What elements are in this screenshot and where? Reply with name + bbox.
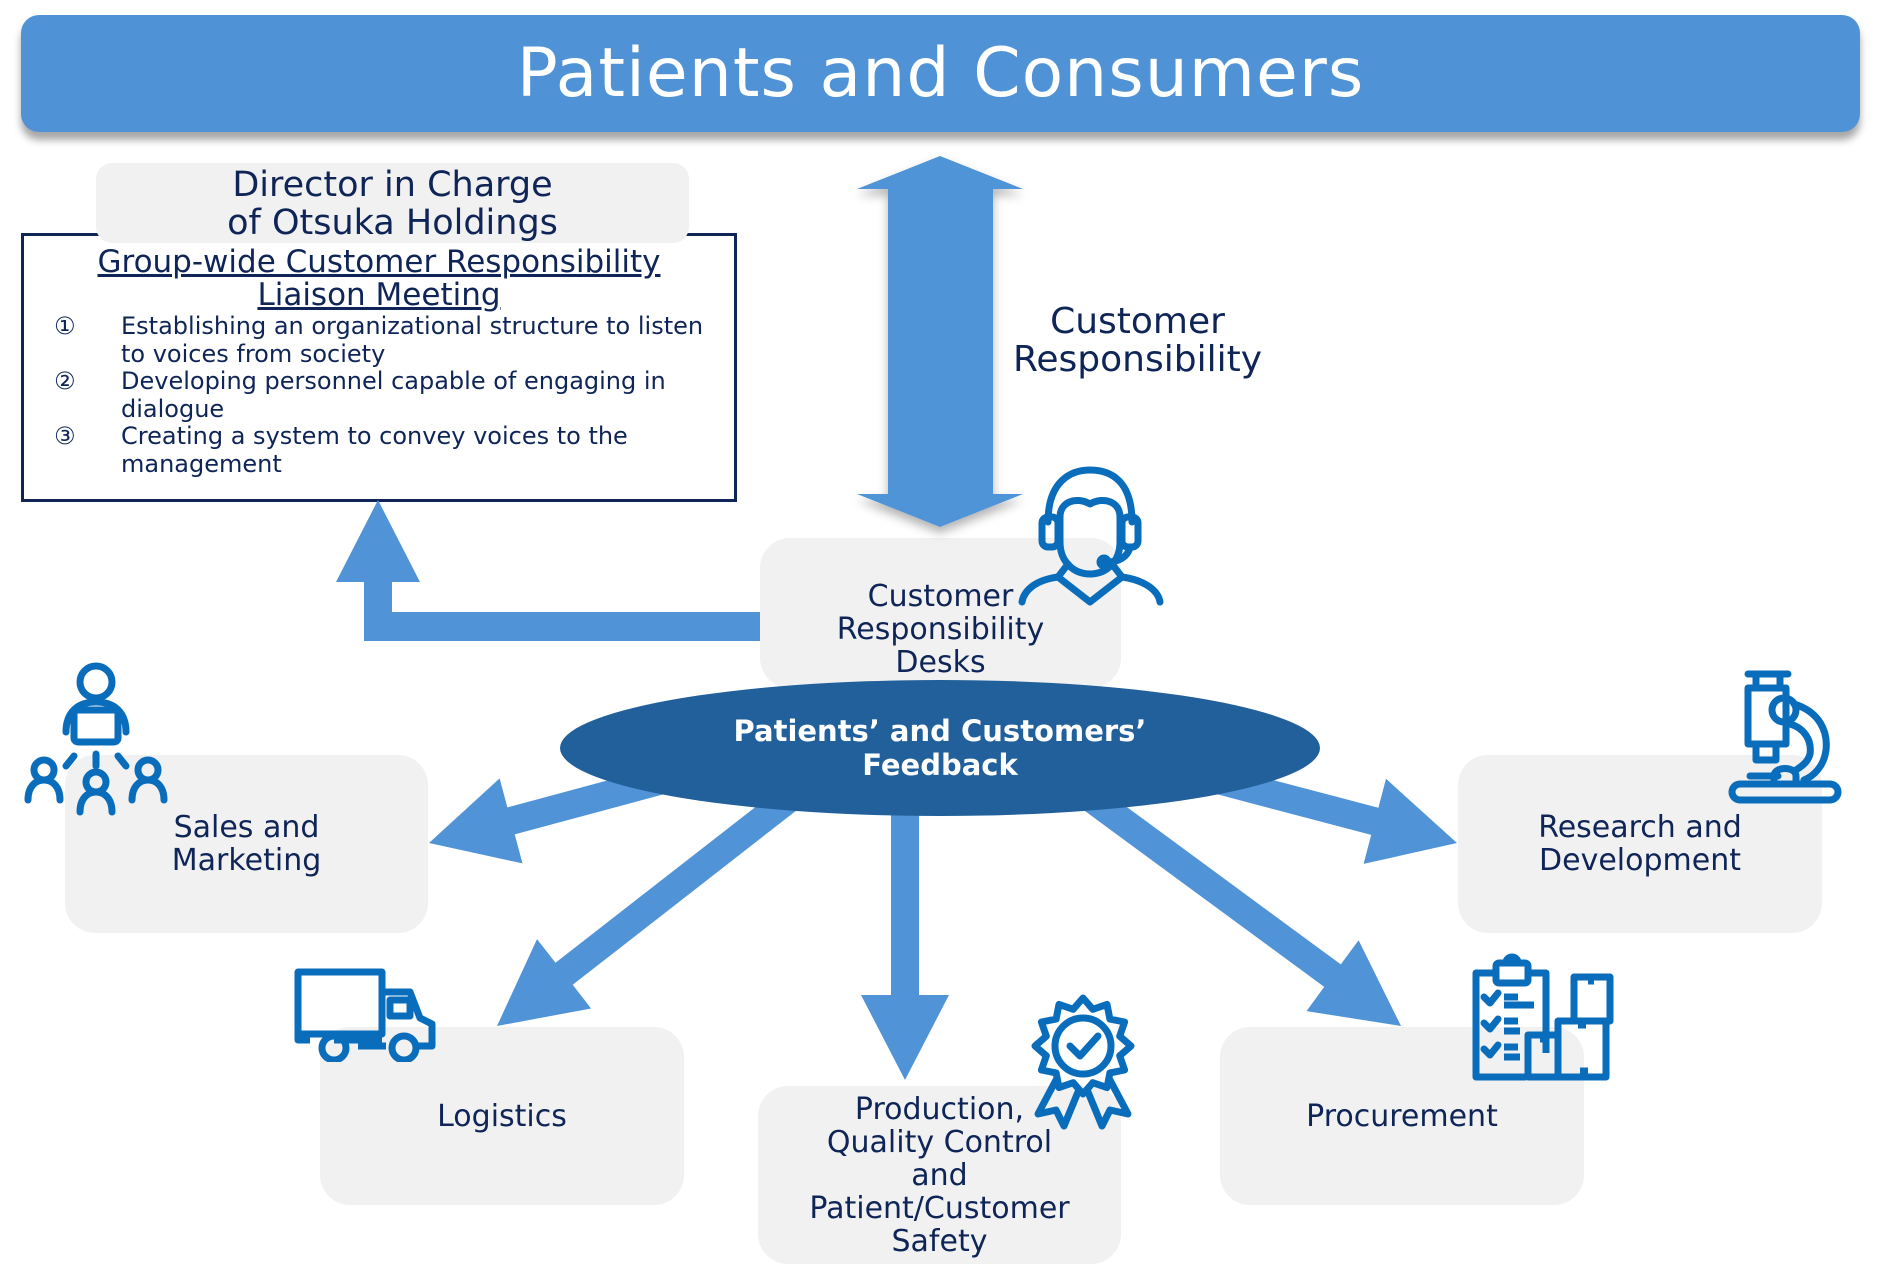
customer-responsibility-double-arrow	[857, 156, 1023, 527]
sales-line-2: Marketing	[171, 843, 322, 878]
rnd-line-2: Development	[1539, 843, 1741, 878]
headset-agent-icon	[1018, 466, 1164, 606]
meeting-title-line-1: Group-wide Customer Responsibility	[97, 244, 661, 280]
quality-badge-icon	[1031, 994, 1135, 1130]
objective-text: Creating a system to convey voices to th…	[121, 422, 628, 478]
sales-marketing-box: Sales and Marketing	[65, 755, 428, 933]
production-line-1: Production,	[854, 1091, 1025, 1127]
delivery-truck-icon	[294, 968, 436, 1062]
microscope-icon	[1728, 670, 1842, 804]
feedback-ellipse	[560, 680, 1320, 816]
checklist-boxes-icon	[1472, 953, 1614, 1081]
customer-responsibility-label: Customer Responsibility	[1000, 303, 1275, 379]
objective-text: Establishing an organizational structure…	[121, 312, 704, 368]
cr-label-line-1: Customer	[1050, 301, 1225, 342]
rnd-line-1: Research and	[1538, 810, 1742, 845]
procurement-label: Procurement	[1306, 1098, 1498, 1134]
production-line-4: Patient/Customer	[809, 1190, 1070, 1226]
director-line-1: Director in Charge	[232, 165, 553, 205]
objective-number: ③	[54, 422, 76, 450]
procurement-box: Procurement	[1220, 1027, 1584, 1205]
research-development-box: Research and Development	[1458, 755, 1822, 933]
badge-outline	[1031, 994, 1135, 1098]
logistics-label: Logistics	[437, 1098, 567, 1134]
director-line-2: of Otsuka Holdings	[227, 203, 558, 243]
cr-label-line-2: Responsibility	[1012, 339, 1263, 380]
feedback-to-procurement-arrow	[1071, 778, 1401, 1026]
production-line-3: and	[911, 1157, 968, 1193]
team-presenter-icon	[24, 662, 168, 816]
desks-to-meeting-arrow	[336, 500, 760, 641]
feedback-line-2: Feedback	[862, 748, 1018, 782]
feedback-line-1: Patients’ and Customers’	[733, 714, 1147, 748]
logistics-box: Logistics	[320, 1027, 684, 1205]
objective-item: ① Establishing an organizational structu…	[50, 312, 710, 368]
sales-line-1: Sales and	[173, 810, 320, 845]
objective-number: ①	[54, 312, 76, 340]
desks-line-1: Customer	[867, 579, 1014, 614]
desks-line-3: Desks	[895, 645, 986, 680]
patients-consumers-banner: Patients and Consumers	[21, 15, 1860, 132]
feedback-to-production-arrow	[861, 790, 949, 1080]
meeting-objectives-list: ① Establishing an organizational structu…	[50, 312, 710, 478]
production-line-5: Safety	[891, 1223, 988, 1259]
objective-number: ②	[54, 367, 76, 395]
feedback-to-logistics-arrow	[497, 779, 809, 1026]
production-line-2: Quality Control	[826, 1124, 1053, 1160]
liaison-meeting-box	[21, 233, 737, 502]
meeting-title-line-2: Liaison Meeting	[257, 277, 501, 313]
customer-responsibility-desks-box: Customer Responsibility Desks	[760, 538, 1121, 688]
feedback-label: Patients’ and Customers’ Feedback	[560, 714, 1320, 782]
production-quality-safety-box: Production, Quality Control and Patient/…	[758, 1086, 1121, 1264]
objective-item: ② Developing personnel capable of engagi…	[50, 367, 710, 423]
director-label-box: Director in Charge of Otsuka Holdings	[96, 163, 689, 243]
banner-title: Patients and Consumers	[516, 34, 1365, 113]
objective-text: Developing personnel capable of engaging…	[121, 367, 666, 423]
objective-item: ③ Creating a system to convey voices to …	[50, 422, 710, 478]
liaison-meeting-title: Group-wide Customer Responsibility Liais…	[21, 246, 737, 312]
desks-line-2: Responsibility	[836, 612, 1045, 647]
